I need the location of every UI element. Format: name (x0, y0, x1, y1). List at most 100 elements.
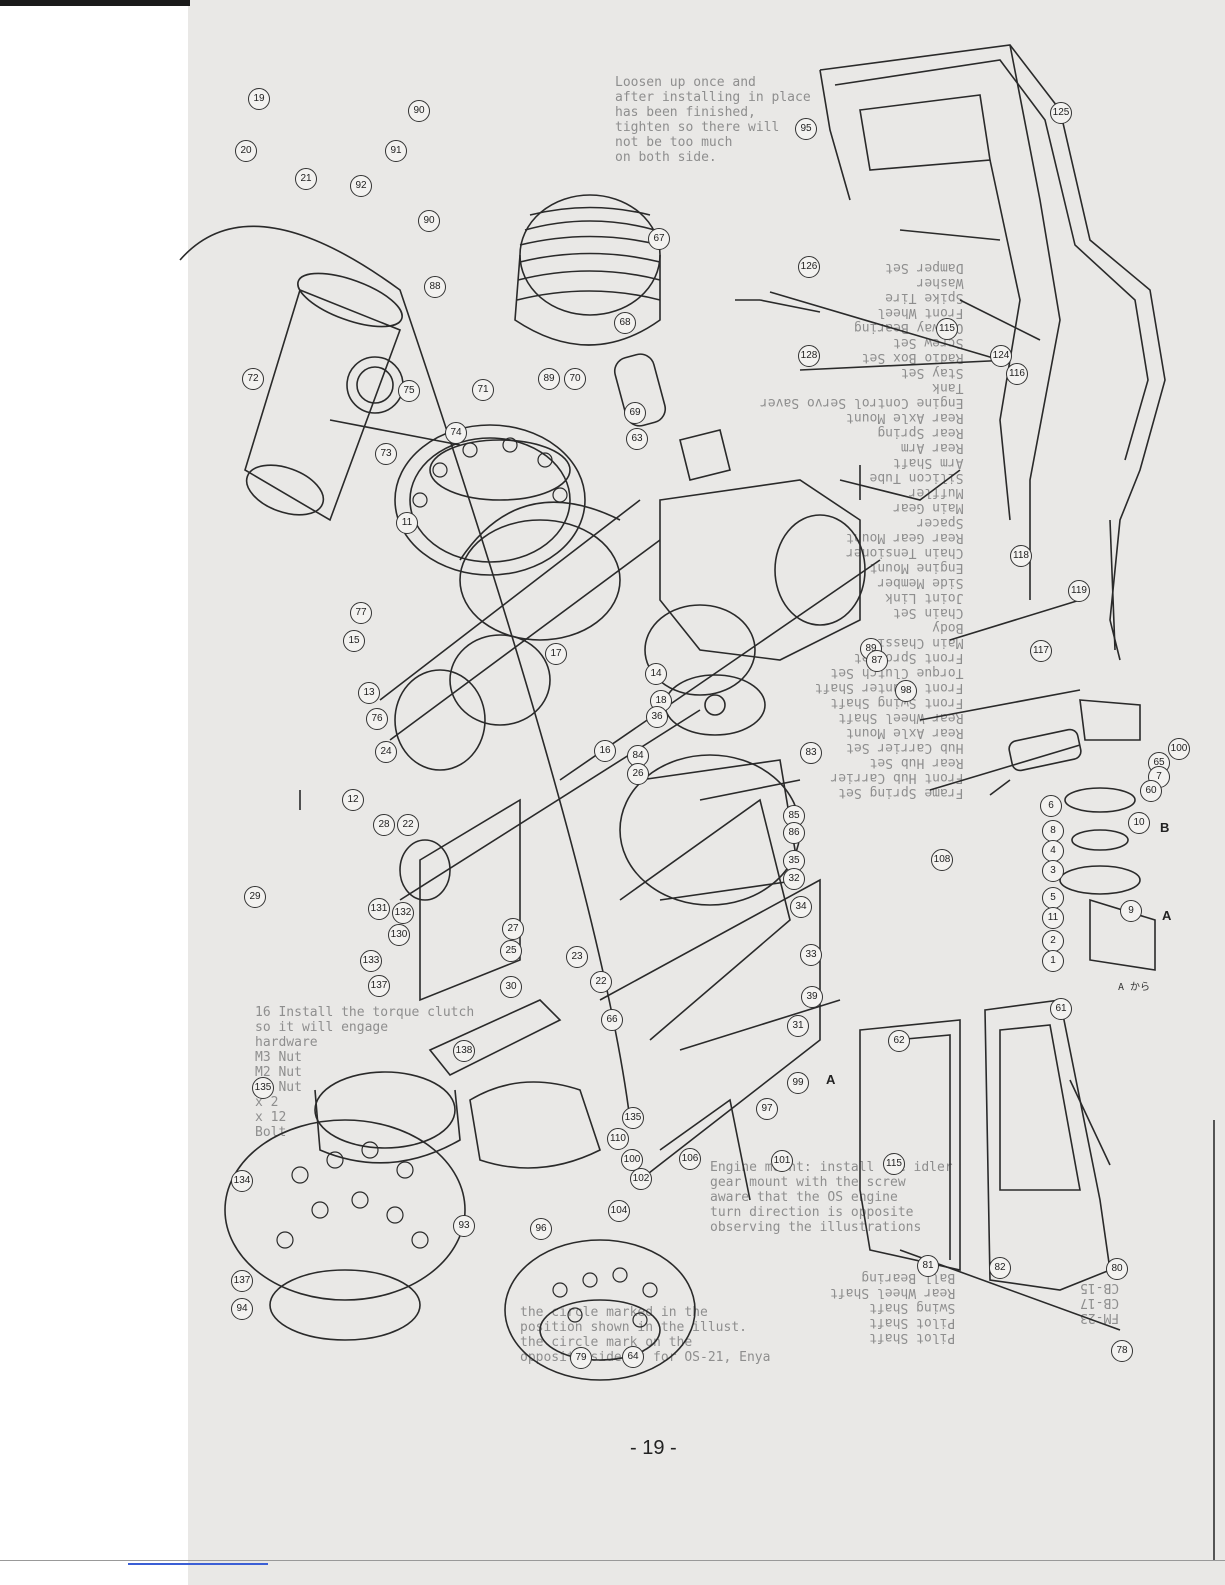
part-callout-115: 115 (883, 1153, 905, 1175)
ghost-line: on both side. (615, 150, 717, 165)
scan-blue-tab (128, 1563, 268, 1565)
part-callout-13: 13 (358, 682, 380, 704)
part-callout-98: 98 (895, 680, 917, 702)
part-callout-24: 24 (375, 741, 397, 763)
part-callout-131: 131 (368, 898, 390, 920)
front-tire-left (224, 1071, 466, 1341)
part-callout-31: 31 (787, 1015, 809, 1037)
part-callout-93: 93 (453, 1215, 475, 1237)
part-callout-91: 91 (385, 140, 407, 162)
part-callout-6: 6 (1040, 795, 1062, 817)
part-callout-92: 92 (350, 175, 372, 197)
part-callout-3: 3 (1042, 860, 1064, 882)
part-callout-66: 66 (601, 1009, 623, 1031)
part-callout-62: 62 (888, 1030, 910, 1052)
ghost-line: 16 Install the torque clutch (255, 1005, 475, 1020)
tire-studs (276, 437, 658, 1328)
label-a: A (1162, 908, 1172, 923)
part-callout-14: 14 (645, 663, 667, 685)
part-callout-115: 115 (936, 318, 958, 340)
ghost-line: observing the illustrations (710, 1220, 922, 1235)
hub-set (1059, 699, 1156, 971)
part-callout-77: 77 (350, 602, 372, 624)
part-callout-90: 90 (408, 100, 430, 122)
part-callout-73: 73 (375, 443, 397, 465)
part-callout-99: 99 (787, 1072, 809, 1094)
part-callout-133: 133 (360, 950, 382, 972)
part-callout-134: 134 (231, 1170, 253, 1192)
part-callout-69: 69 (624, 402, 646, 424)
part-callout-117: 117 (1030, 640, 1052, 662)
part-callout-64: 64 (622, 1346, 644, 1368)
part-callout-104: 104 (608, 1200, 630, 1222)
ghost-line: Bolt (255, 1125, 287, 1140)
label-a-lower: A (826, 1072, 836, 1087)
part-callout-95: 95 (795, 118, 817, 140)
scan-bottom-line (0, 1560, 1225, 1561)
part-callout-76: 76 (366, 708, 388, 730)
part-callout-19: 19 (248, 88, 270, 110)
part-callout-135: 135 (622, 1107, 644, 1129)
part-callout-68: 68 (614, 312, 636, 334)
part-callout-70: 70 (564, 368, 586, 390)
part-callout-28: 28 (373, 814, 395, 836)
ghost-line: tighten so there will (615, 120, 780, 135)
part-callout-116: 116 (1006, 363, 1028, 385)
part-callout-119: 119 (1068, 580, 1090, 602)
part-callout-26: 26 (627, 763, 649, 785)
part-callout-72: 72 (242, 368, 264, 390)
part-callout-106: 106 (679, 1148, 701, 1170)
part-callout-82: 82 (989, 1257, 1011, 1279)
label-arrow-text: A から (1118, 982, 1151, 993)
part-callout-39: 39 (801, 986, 823, 1008)
part-callout-30: 30 (500, 976, 522, 998)
air-filter (514, 194, 667, 427)
part-callout-15: 15 (343, 630, 365, 652)
part-callout-137: 137 (368, 975, 390, 997)
part-callout-100: 100 (1168, 738, 1190, 760)
label-b: B (1160, 820, 1170, 835)
part-callout-16: 16 (594, 740, 616, 762)
part-callout-36: 36 (646, 706, 668, 728)
part-callout-87: 87 (866, 650, 888, 672)
part-callout-5: 5 (1042, 887, 1064, 909)
engine (644, 429, 866, 736)
part-callout-11: 11 (396, 512, 418, 534)
part-callout-90: 90 (418, 210, 440, 232)
part-callout-32: 32 (783, 868, 805, 890)
part-callout-135: 135 (252, 1077, 274, 1099)
part-callout-27: 27 (502, 918, 524, 940)
front-tire-right (504, 1239, 696, 1381)
part-callout-88: 88 (424, 276, 446, 298)
part-callout-80: 80 (1106, 1258, 1128, 1280)
part-callout-74: 74 (445, 422, 467, 444)
part-callout-63: 63 (626, 428, 648, 450)
ghost-line: turn direction is opposite (710, 1205, 914, 1220)
part-callout-60: 60 (1140, 780, 1162, 802)
part-callout-25: 25 (500, 940, 522, 962)
ghost-line: M2 Nut (255, 1065, 302, 1080)
part-callout-21: 21 (295, 168, 317, 190)
part-callout-11: 11 (1042, 907, 1064, 929)
part-callout-9: 9 (1120, 900, 1142, 922)
main-chassis (559, 559, 881, 1201)
part-callout-130: 130 (388, 924, 410, 946)
fuel-tank (244, 272, 461, 522)
part-callout-102: 102 (630, 1168, 652, 1190)
part-callout-22: 22 (590, 971, 612, 993)
ghost-line: x 2 (255, 1095, 279, 1110)
part-callout-132: 132 (392, 902, 414, 924)
rear-axle-assembly (379, 439, 701, 1002)
part-callout-101: 101 (771, 1150, 793, 1172)
part-callout-22: 22 (397, 814, 419, 836)
part-callout-4: 4 (1042, 840, 1064, 862)
part-callout-96: 96 (530, 1218, 552, 1240)
scan-edge-bar (0, 0, 190, 6)
part-callout-94: 94 (231, 1298, 253, 1320)
part-callout-124: 124 (990, 345, 1012, 367)
shock-springs (699, 291, 1116, 1166)
